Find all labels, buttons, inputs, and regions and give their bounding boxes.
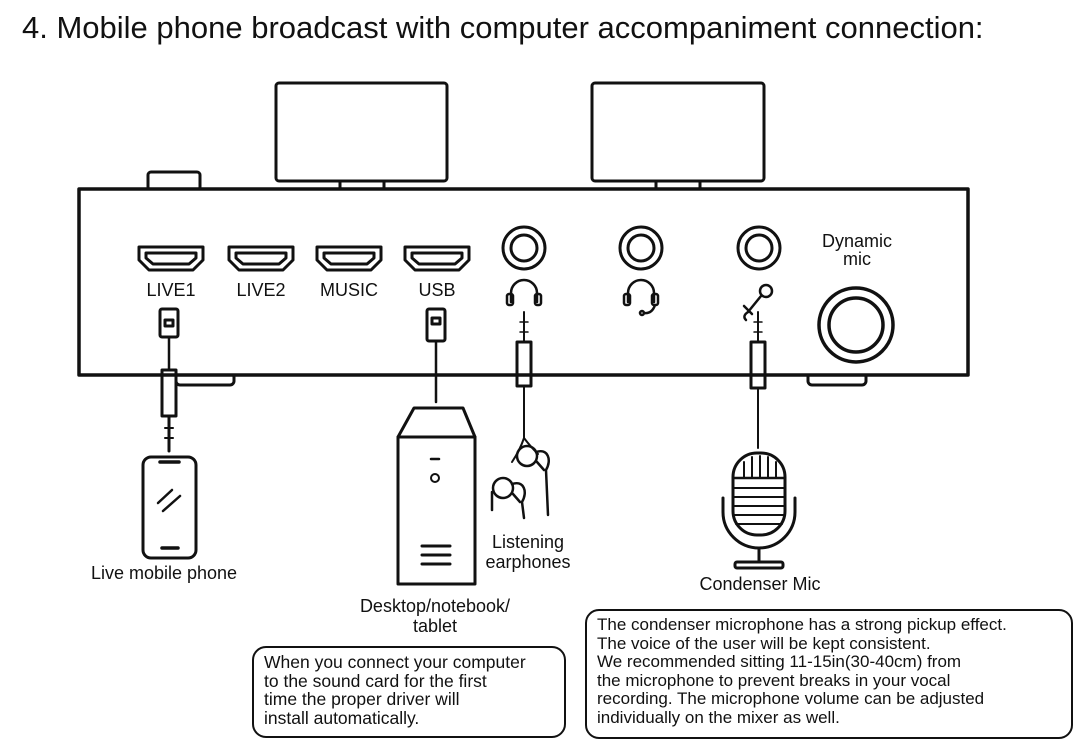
computer-tower-icon: [396, 406, 477, 586]
page-title: 4. Mobile phone broadcast with computer …: [22, 10, 984, 45]
port-live2-icon: [227, 245, 295, 272]
dynamic-mic-label-line: mic: [843, 249, 871, 269]
condenser-note-line: The voice of the user will be kept consi…: [597, 633, 931, 653]
computer-label-line: tablet: [412, 616, 458, 636]
port-usb-icon: [403, 245, 471, 272]
dynamic-mic-label: Dynamic mic: [810, 232, 904, 268]
port-live1-icon: [137, 245, 205, 272]
phone-label: Live mobile phone: [90, 563, 238, 583]
condenser-cable: [749, 311, 767, 449]
dynamic-mic-label-line: Dynamic: [821, 231, 892, 251]
jack-earphone-icon: [501, 225, 547, 271]
earphones-label-line: earphones: [485, 552, 571, 572]
driver-note-line: install automatically.: [264, 707, 420, 728]
condenser-note-line: recording. The microphone volume can be …: [597, 689, 985, 708]
jack-mic-icon: [736, 225, 782, 271]
port-label-usb: USB: [418, 280, 456, 300]
mobile-phone-icon: [141, 455, 198, 560]
earphones-label: Listening earphones: [478, 532, 578, 572]
dynamic-mic-jack-icon: [817, 286, 895, 364]
port-label-music: MUSIC: [320, 280, 378, 300]
condenser-note-box: The condenser microphone has a strong pi…: [585, 609, 1073, 739]
driver-note-line: to the sound card for the first: [264, 670, 487, 691]
port-label-live1: LIVE1: [146, 280, 196, 300]
driver-note-line: time the proper driver will: [264, 689, 460, 709]
jack-headset-icon: [618, 225, 664, 271]
computer-label-line: Desktop/notebook/: [359, 596, 511, 616]
usb-cable: [425, 307, 447, 404]
earphones-label-line: Listening: [491, 532, 565, 552]
port-music-icon: [315, 245, 383, 272]
driver-note-box: When you connect your computer to the so…: [252, 646, 566, 738]
mixer-fader-right: [590, 81, 766, 183]
condenser-note-line: We recommended sitting 11-15in(30-40cm) …: [597, 652, 962, 671]
mixer-body: [77, 187, 970, 377]
mixer-fader-left: [274, 81, 449, 183]
driver-note-line: When you connect your computer: [264, 652, 526, 672]
condenser-note-line: The condenser microphone has a strong pi…: [597, 615, 1007, 634]
headphones-icon: [505, 278, 543, 307]
condenser-mic-icon: [721, 451, 797, 570]
computer-label: Desktop/notebook/ tablet: [345, 596, 525, 636]
earbuds-icon: [490, 444, 550, 520]
condenser-note-line: individually on the mixer as well.: [597, 707, 840, 727]
microphone-icon: [742, 283, 774, 322]
condenser-label: Condenser Mic: [699, 574, 821, 594]
phone-cable: [158, 307, 180, 453]
port-label-live2: LIVE2: [236, 280, 286, 300]
condenser-note-line: the microphone to prevent breaks in your…: [597, 670, 951, 690]
headset-icon: [622, 278, 660, 317]
